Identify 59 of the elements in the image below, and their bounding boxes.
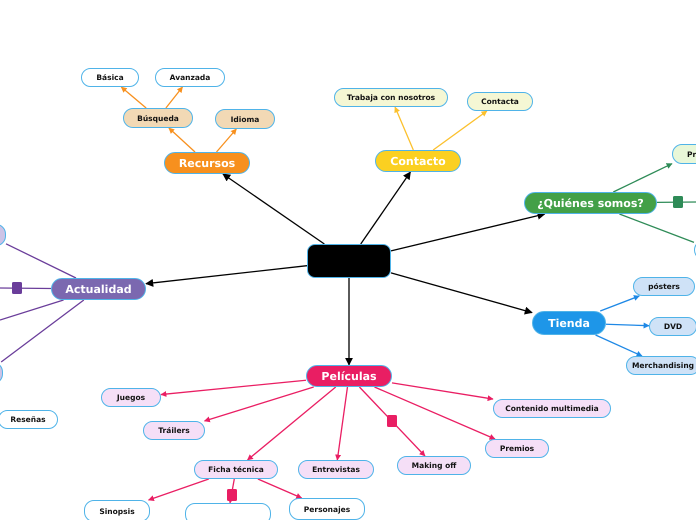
arrow [390,212,546,252]
topic-box [215,109,275,129]
arrow [160,380,306,397]
arrow [600,295,640,312]
arrow [120,86,147,108]
arrow [247,386,336,460]
topic-box [397,456,471,475]
arrow [358,386,426,456]
topic-label: Contacto [390,154,446,168]
arrow [595,334,643,357]
arrow [148,478,209,502]
arrow [228,478,235,504]
arrow [335,386,348,461]
arrow [613,163,673,193]
topic-box [194,460,278,479]
topic-label: Películas [321,370,377,382]
topic-label: Recursos [178,156,236,170]
topic-box [626,356,696,375]
topic-box [155,68,225,87]
topic-label: Tienda [548,316,590,330]
topic-box [101,388,161,407]
topic-box [375,150,461,172]
topic-box [51,278,146,300]
empty-topic-box [307,244,391,278]
topic-box [289,498,365,520]
arrow [374,386,496,440]
topic-label: Actualidad [65,282,132,296]
topic-box [467,92,533,111]
arrow [165,86,183,108]
arrow [345,278,353,366]
topic-box [143,421,205,440]
arrow [222,173,325,245]
arrow [390,272,533,314]
topic-box [334,88,448,107]
topic-box [0,410,58,429]
topic-box [306,365,392,387]
topic-label: ¿Quiénes somos? [537,196,644,210]
topic-box [84,500,150,520]
topic-box [164,152,250,174]
arrow [394,106,414,150]
topic-box [81,68,139,87]
topic-box [298,460,374,479]
arrow [204,386,314,422]
arrow [360,171,411,244]
arrow [606,322,650,328]
arrow [168,128,196,152]
topic-box [493,399,611,418]
arrow [432,110,488,151]
arrow [392,382,494,402]
topic-box [532,311,606,335]
topic-box [633,277,695,296]
arrow [216,128,237,152]
arrow [258,478,302,499]
empty-topic-box [185,503,271,520]
topic-box [485,439,549,458]
arrow [145,265,308,287]
topic-box [123,108,193,128]
topic-box [524,192,657,214]
topic-box [649,317,696,336]
